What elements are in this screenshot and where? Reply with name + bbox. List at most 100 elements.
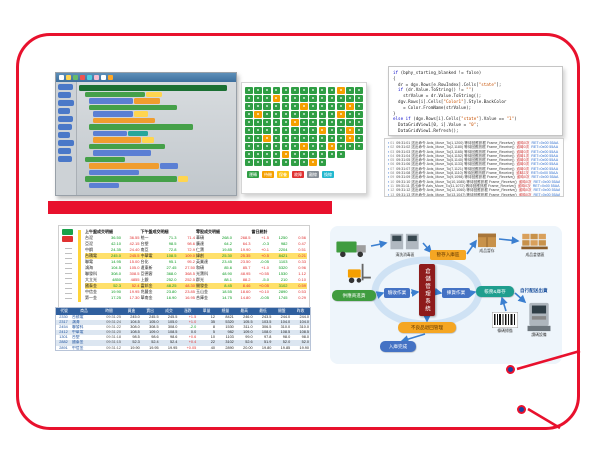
status-cell[interactable] bbox=[300, 127, 308, 134]
palette-block[interactable] bbox=[58, 92, 71, 98]
status-cell[interactable] bbox=[290, 127, 299, 134]
status-cell[interactable] bbox=[263, 127, 272, 134]
code-block[interactable] bbox=[89, 163, 159, 169]
status-cell[interactable] bbox=[327, 111, 336, 118]
status-cell[interactable] bbox=[300, 135, 308, 142]
block-palette[interactable] bbox=[56, 82, 77, 195]
status-cell[interactable] bbox=[272, 143, 281, 150]
toolbar-button[interactable] bbox=[87, 75, 92, 80]
code-block[interactable] bbox=[134, 98, 160, 104]
status-cell[interactable] bbox=[245, 127, 253, 134]
status-cell[interactable] bbox=[281, 127, 290, 134]
status-cell[interactable] bbox=[290, 95, 299, 102]
column-header[interactable]: 代號 bbox=[60, 309, 68, 313]
status-cell[interactable] bbox=[327, 143, 336, 150]
column-header[interactable]: 買進 bbox=[127, 309, 136, 313]
status-cell[interactable] bbox=[300, 87, 308, 94]
code-block[interactable] bbox=[93, 137, 141, 143]
status-cell[interactable] bbox=[281, 159, 290, 166]
status-cell[interactable] bbox=[346, 119, 354, 126]
status-cell[interactable] bbox=[245, 111, 253, 118]
status-cell[interactable] bbox=[245, 159, 253, 166]
status-cell[interactable] bbox=[336, 151, 345, 158]
status-cell[interactable] bbox=[327, 87, 336, 94]
column-header[interactable]: 單量 bbox=[202, 309, 211, 313]
status-cell[interactable] bbox=[290, 103, 299, 110]
status-cell[interactable] bbox=[281, 95, 290, 102]
toolbar-button[interactable] bbox=[101, 75, 106, 80]
status-cell[interactable] bbox=[309, 151, 318, 158]
column-header[interactable]: 時間 bbox=[105, 309, 113, 313]
status-cell[interactable] bbox=[336, 135, 345, 142]
palette-block[interactable] bbox=[58, 116, 73, 122]
toolbar-button[interactable] bbox=[94, 75, 99, 80]
status-cell[interactable] bbox=[336, 87, 345, 94]
status-cell[interactable] bbox=[281, 119, 290, 126]
status-cell[interactable] bbox=[272, 87, 281, 94]
status-cell[interactable] bbox=[336, 103, 345, 110]
code-block[interactable] bbox=[93, 130, 127, 136]
status-cell[interactable] bbox=[346, 127, 354, 134]
column-header[interactable]: 賣出 bbox=[146, 309, 154, 313]
toolbar-button[interactable] bbox=[59, 75, 64, 80]
status-cell[interactable] bbox=[263, 135, 272, 142]
status-cell[interactable] bbox=[309, 127, 318, 134]
code-block[interactable] bbox=[178, 176, 188, 182]
status-cell[interactable] bbox=[245, 151, 253, 158]
column-header[interactable]: 最低 bbox=[259, 309, 267, 313]
status-cell[interactable] bbox=[272, 135, 281, 142]
status-cell[interactable] bbox=[245, 143, 253, 150]
status-cell[interactable] bbox=[272, 95, 281, 102]
status-cell[interactable] bbox=[272, 159, 281, 166]
code-block[interactable] bbox=[85, 156, 125, 162]
status-cell[interactable] bbox=[318, 127, 327, 134]
status-cell[interactable] bbox=[254, 111, 262, 118]
status-cell[interactable] bbox=[245, 95, 253, 102]
status-cell[interactable] bbox=[263, 87, 272, 94]
status-cell[interactable] bbox=[290, 87, 299, 94]
status-cell[interactable] bbox=[309, 103, 318, 110]
status-cell[interactable] bbox=[300, 103, 308, 110]
palette-block[interactable] bbox=[58, 84, 73, 90]
code-block[interactable] bbox=[146, 91, 162, 97]
status-cell[interactable] bbox=[355, 119, 363, 126]
toolbar-button[interactable] bbox=[108, 75, 113, 80]
palette-block[interactable] bbox=[58, 156, 72, 162]
status-cell[interactable] bbox=[263, 159, 272, 166]
status-cell[interactable] bbox=[281, 87, 290, 94]
code-block[interactable] bbox=[89, 124, 193, 130]
status-cell[interactable] bbox=[346, 143, 354, 150]
status-cell[interactable] bbox=[336, 127, 345, 134]
status-cell[interactable] bbox=[346, 95, 354, 102]
status-cell[interactable] bbox=[355, 127, 363, 134]
buy-signal-button[interactable] bbox=[62, 229, 73, 235]
status-cell[interactable] bbox=[254, 103, 262, 110]
column-header[interactable]: 成交 bbox=[165, 309, 173, 313]
status-cell[interactable] bbox=[281, 151, 290, 158]
status-cell[interactable] bbox=[254, 87, 262, 94]
status-cell[interactable] bbox=[263, 95, 272, 102]
status-cell[interactable] bbox=[355, 95, 363, 102]
status-cell[interactable] bbox=[355, 143, 363, 150]
status-cell[interactable] bbox=[300, 143, 308, 150]
palette-block[interactable] bbox=[58, 100, 74, 106]
status-cell[interactable] bbox=[254, 151, 262, 158]
status-cell[interactable] bbox=[254, 127, 262, 134]
column-header[interactable]: 昨收 bbox=[296, 309, 305, 313]
status-cell[interactable] bbox=[272, 119, 281, 126]
palette-block[interactable] bbox=[58, 148, 71, 154]
status-cell[interactable] bbox=[290, 151, 299, 158]
status-cell[interactable] bbox=[272, 127, 281, 134]
status-cell[interactable] bbox=[281, 143, 290, 150]
toolbar-button[interactable] bbox=[73, 75, 78, 80]
code-block[interactable] bbox=[89, 182, 119, 188]
